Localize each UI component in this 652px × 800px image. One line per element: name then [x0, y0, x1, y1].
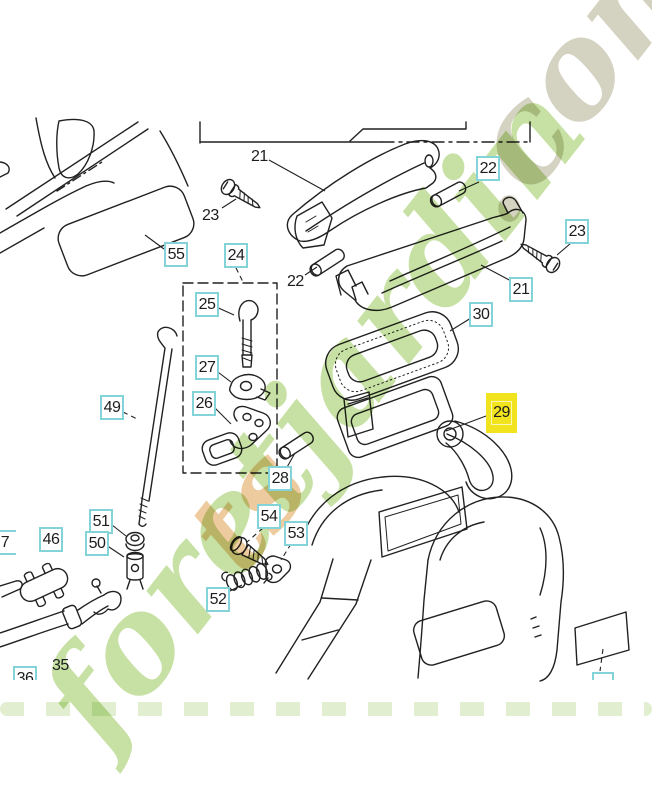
part-54-screw: [229, 535, 269, 566]
group-24-kit-box: [182, 282, 278, 474]
part-label-29-highlighted[interactable]: 29: [486, 393, 517, 433]
part-55-cover-plate: [57, 185, 195, 277]
part-label-36-cut[interactable]: 36: [13, 666, 41, 680]
part-28-pin: [278, 431, 314, 460]
part-label-29-number: 29: [491, 401, 512, 425]
part-53-clamp: [263, 555, 292, 584]
part-23-screw-right: [520, 243, 561, 274]
part-label-49[interactable]: 49: [100, 395, 124, 420]
part-label-22-right[interactable]: 22: [476, 156, 500, 181]
part-23-screw-left: [220, 178, 261, 209]
part-25-hook-bolt: [238, 299, 259, 368]
part-label-21-right[interactable]: 21: [509, 277, 533, 302]
part-49-rod: [138, 326, 178, 527]
callout-21-top: 21: [251, 148, 268, 165]
part-30-gasket: [324, 311, 460, 401]
part-label-54[interactable]: 54: [257, 504, 281, 529]
part-label-52[interactable]: 52: [206, 587, 230, 612]
part-21-handle-top: [286, 139, 440, 249]
part-label-30[interactable]: 30: [469, 302, 493, 327]
part-label-28[interactable]: 28: [268, 466, 292, 491]
part-21-handle-right: [335, 196, 527, 312]
part-50-link: [126, 551, 144, 590]
part-29-tray-lever: [336, 375, 513, 500]
part-label-55[interactable]: 55: [164, 242, 188, 267]
part-22-pin-right: [429, 181, 467, 208]
part-label-26[interactable]: 26: [192, 391, 216, 416]
part-46-clamp: [19, 562, 69, 608]
part-label-25[interactable]: 25: [195, 292, 219, 317]
machine-body-outline: [0, 117, 189, 254]
part-52-spring: [221, 563, 273, 591]
part-decal-plate: [574, 611, 630, 666]
callout-23-top: 23: [202, 207, 219, 224]
part-26-bracket: [201, 405, 271, 466]
part-51-nut: [125, 531, 145, 552]
part-label-bottom-right-cut: [592, 672, 614, 680]
part-35-handlebar: [0, 578, 122, 648]
part-label-47-cut[interactable]: 7: [0, 530, 16, 556]
part-label-46[interactable]: 46: [39, 527, 63, 552]
part-27-cam: [228, 373, 271, 401]
part-22-pin-left: [309, 248, 345, 277]
part-label-53[interactable]: 53: [284, 521, 308, 546]
part-label-27[interactable]: 27: [195, 355, 219, 380]
part-label-24[interactable]: 24: [224, 243, 248, 268]
part-label-23-right[interactable]: 23: [565, 219, 589, 244]
blower-housing: [275, 475, 565, 682]
callout-35: 35: [52, 657, 69, 674]
callout-22-left: 22: [287, 273, 304, 290]
phantom-boundary-line: [199, 121, 531, 144]
part-label-50[interactable]: 50: [85, 531, 109, 556]
